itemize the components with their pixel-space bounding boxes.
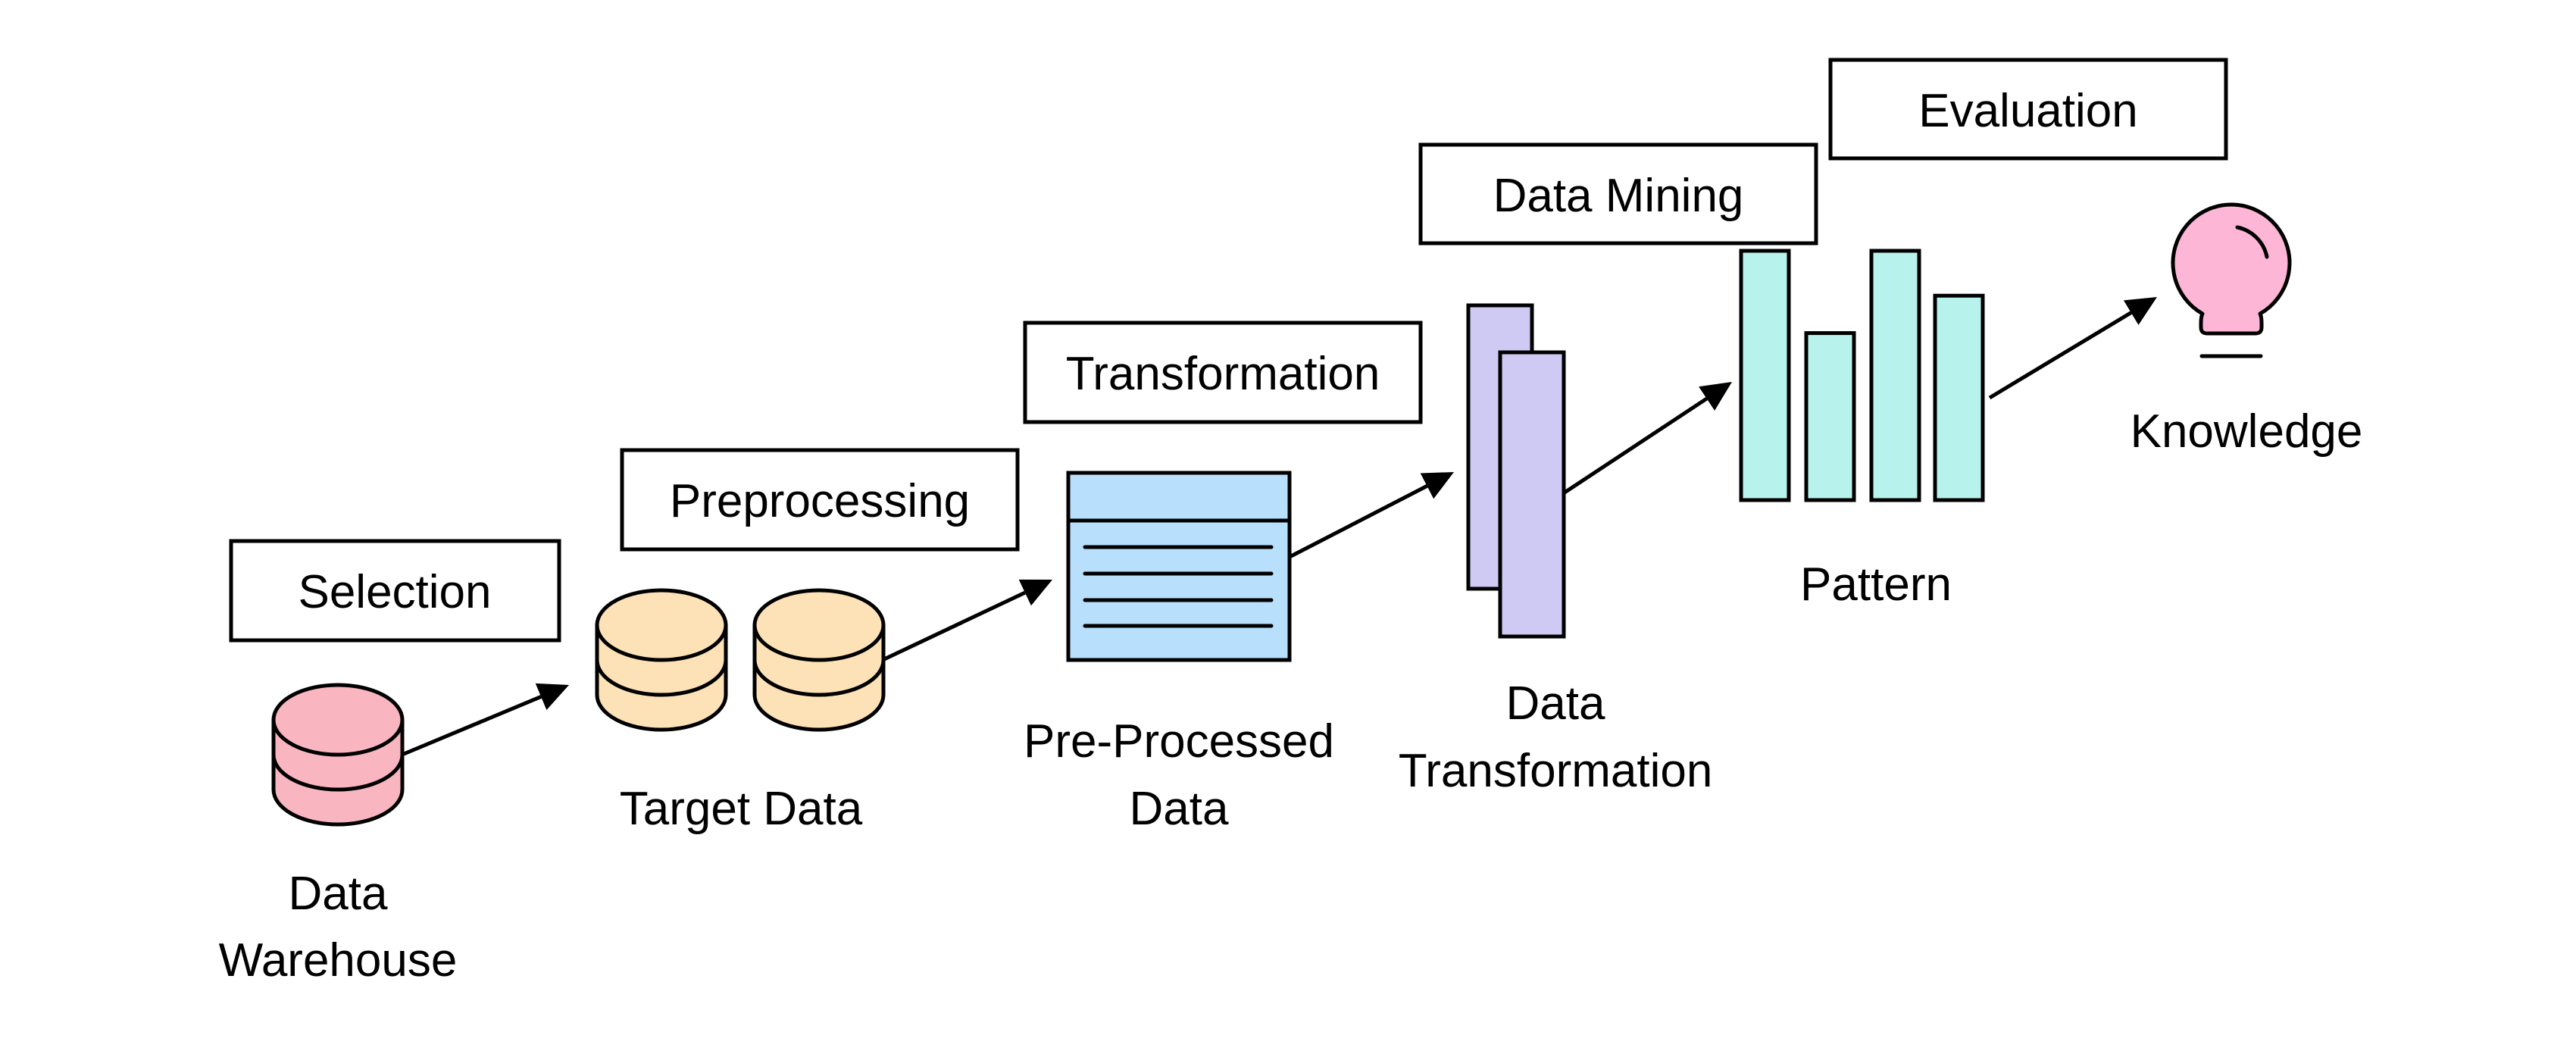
- lightbulb-icon: [2171, 202, 2292, 358]
- table-frame: [1066, 471, 1292, 662]
- target-cylinder-1-band: [595, 659, 728, 697]
- caption-preprocessed-line2: Data: [1130, 783, 1229, 835]
- arrow-pattern-to-knowledge-head: [2123, 297, 2157, 325]
- arrow-sheets-to-pattern-head: [1699, 382, 1732, 411]
- stage-box-data-mining: Data Mining: [1418, 142, 1818, 246]
- database-icon: [271, 683, 405, 827]
- bar-pattern-icon: [1739, 249, 1985, 502]
- caption-target-data: Target Data: [620, 783, 863, 835]
- caption-transformed-line2: Transformation: [1399, 745, 1713, 797]
- stage-box-preprocessing: Preprocessing: [620, 448, 1020, 552]
- stacked-sheets-icon: [1466, 303, 1566, 639]
- arrow-target-to-table-head: [1018, 579, 1052, 606]
- caption-pattern: Pattern: [1800, 558, 1952, 611]
- caption-data-warehouse-line2: Warehouse: [219, 934, 458, 987]
- target-cylinder-2-top: [752, 588, 886, 662]
- target-cylinder-1-top: [595, 588, 728, 662]
- bulb-glass: [2171, 202, 2292, 336]
- arrow-warehouse-to-target-head: [535, 683, 569, 710]
- caption-transformed-line1: Data: [1506, 677, 1605, 730]
- arrow-table-to-sheets-shaft: [1288, 484, 1428, 559]
- arrow-table-to-sheets-head: [1420, 472, 1454, 499]
- warehouse-cylinder-top: [271, 683, 405, 757]
- stage-box-transformation: Transformation: [1023, 321, 1423, 424]
- arrow-warehouse-to-target-shaft: [403, 695, 542, 756]
- target-cylinder-2-band: [752, 659, 886, 697]
- pattern-bar-2: [1804, 331, 1856, 502]
- arrow-target-to-table-shaft: [883, 590, 1026, 661]
- stage-label-data-mining: Data Mining: [1493, 170, 1744, 222]
- caption-preprocessed-line1: Pre-Processed: [1024, 715, 1334, 768]
- flow-arrows: [403, 297, 2157, 756]
- arrow-sheets-to-pattern-shaft: [1563, 396, 1708, 495]
- arrow-pattern-to-knowledge-shaft: [1988, 311, 2133, 400]
- stage-box-selection: Selection: [229, 539, 561, 643]
- stage-box-evaluation: Evaluation: [1828, 58, 2228, 161]
- pattern-bar-1: [1739, 249, 1791, 502]
- database-pair-icon: [595, 588, 886, 732]
- stage-label-selection: Selection: [298, 566, 491, 618]
- stage-label-transformation: Transformation: [1066, 348, 1380, 400]
- bulb-highlight: [2235, 225, 2269, 259]
- pattern-bar-3: [1869, 249, 1921, 502]
- caption-data-warehouse-line1: Data: [289, 868, 388, 920]
- sheet-front: [1498, 350, 1566, 639]
- stage-label-evaluation: Evaluation: [1918, 85, 2138, 137]
- table-icon: [1066, 471, 1292, 662]
- pattern-bar-4: [1933, 293, 1985, 502]
- stage-label-preprocessing: Preprocessing: [670, 475, 970, 527]
- warehouse-cylinder-band: [271, 754, 405, 792]
- caption-knowledge: Knowledge: [2131, 405, 2363, 458]
